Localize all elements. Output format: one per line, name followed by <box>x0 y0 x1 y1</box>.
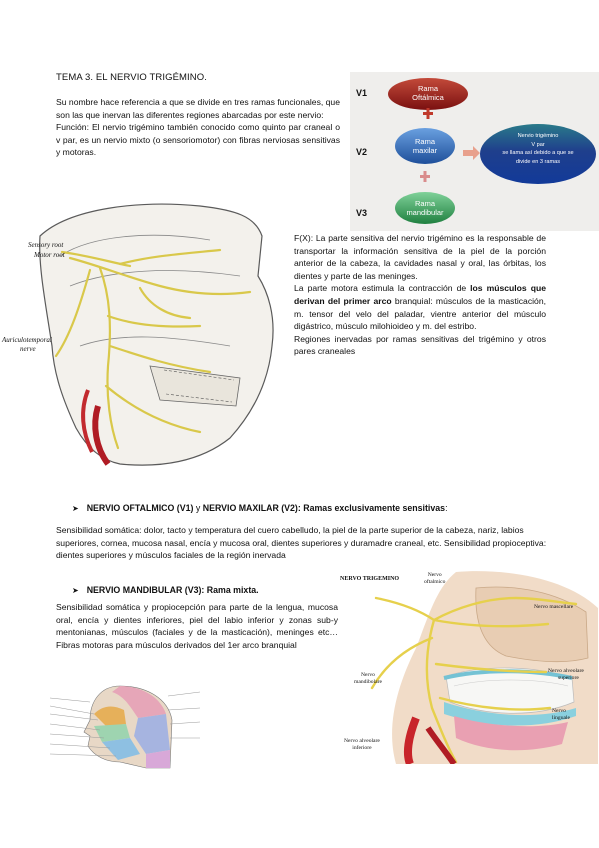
mandibular-label: Rama mandibular <box>395 199 455 217</box>
oftalmica-label-line-2: Oftálmica <box>412 93 444 102</box>
label-nervo-mandibolare: Nervo mandibolare <box>354 672 382 686</box>
skull-illustration: Sensory root Motor root Auriculotemporal… <box>0 196 292 472</box>
v1-label: V1 <box>356 88 368 98</box>
label-nervo-linguale: Nervo linguale <box>552 708 570 722</box>
mandibular-text: Sensibilidad somática y propiocepción pa… <box>56 602 338 650</box>
fx-para2-bold: los músculos que derivan del primer arco <box>294 283 546 306</box>
label-nervo-alveolare-superiore: Nervo alveolare superiore <box>548 668 584 682</box>
label-nervo-alveolare-inferiore: Nervo alveolare inferiore <box>344 738 380 752</box>
trigeminal-branches-diagram: V1 V2 V3 Rama Oftálmica Rama maxilar Ram… <box>350 72 599 231</box>
bullet1-connector: y <box>193 503 203 513</box>
definition-oval <box>480 124 596 184</box>
fx-para2-start: La parte motora estimula la contracción … <box>294 283 471 294</box>
v1-v2-sensitivity-text: Sensibilidad somática: dolor, tacto y te… <box>56 525 547 561</box>
mandibular-label-line-2: mandibular <box>406 208 444 217</box>
skull-svg <box>39 203 274 466</box>
oval-line-2: V par <box>531 141 545 148</box>
oftalmico-line-1: Nervo <box>427 572 442 578</box>
function-text: F(X): La parte sensitiva del nervio trig… <box>294 232 546 358</box>
fx-paragraph-1: F(X): La parte sensitiva del nervio trig… <box>294 233 546 281</box>
bullet-v3: ➤ NERVIO MANDIBULAR (V3): Rama mixta. <box>72 585 259 595</box>
alveolare-sup-line-2: superiore <box>558 675 579 681</box>
jaw-illustration: NERVO TRIGEMINO Nervo oftalmico Nervo ma… <box>336 568 599 766</box>
bullet-arrow-icon: ➤ <box>72 586 79 595</box>
motor-root-label: Motor root <box>34 251 65 259</box>
label-nervo-mascellare: Nervo mascellare <box>534 604 574 610</box>
fx-paragraph-3: Regiones inervadas por ramas sensitivas … <box>294 333 546 357</box>
mandibular-node <box>395 192 455 224</box>
bullet1-bold-1: NERVIO OFTALMICO (V1) <box>86 503 194 513</box>
linguale-line-2: linguale <box>552 715 571 721</box>
label-nervo-trigemino: NERVO TRIGEMINO <box>340 576 400 582</box>
oval-line-4: divide en 3 ramas <box>515 158 561 165</box>
maxilar-node <box>395 128 455 164</box>
auriculotemporal-label: Auriculotemporal nerve <box>2 336 52 354</box>
maxilar-label: Rama maxilar <box>395 137 455 155</box>
oftalmica-label: Rama Oftálmica <box>398 84 458 102</box>
auriculotemporal-line-1: Auriculotemporal <box>2 336 52 344</box>
mandibular-label-line-1: Rama <box>414 199 435 208</box>
plus-1-v <box>426 108 430 119</box>
bullet1-bold-2: NERVIO MAXILAR (V2): Ramas exclusivament… <box>202 503 446 513</box>
v2-label: V2 <box>356 147 368 157</box>
bullet-arrow-icon: ➤ <box>72 504 79 513</box>
intro-paragraph-1: Su nombre hace referencia a que se divid… <box>56 97 340 120</box>
auriculotemporal-line-2: nerve <box>20 345 36 353</box>
oftalmico-line-2: oftalmico <box>424 579 446 585</box>
intro-paragraph-2: Función: El nervio trigémino también con… <box>56 122 340 158</box>
mandibolare-line-2: mandibolare <box>354 679 382 685</box>
oval-line-3: se llama así debido a que se <box>502 150 574 156</box>
fx-para2-end: branquial: músculos de la masticación, m… <box>294 295 546 332</box>
alveolare-inf-line-1: Nervo alveolare <box>344 738 380 744</box>
plus-2-v <box>423 171 427 182</box>
head-regions-svg <box>49 685 201 769</box>
v3-label: V3 <box>356 208 368 218</box>
oftalmica-label-line-1: Rama <box>417 84 438 93</box>
intro-text: Su nombre hace referencia a que se divid… <box>56 96 340 159</box>
fx-paragraph-2: La parte motora estimula la contracción … <box>294 282 546 332</box>
oval-line-1: Nervio trigémino <box>517 133 559 139</box>
oftalmica-node <box>388 78 468 110</box>
label-nervo-oftalmico: Nervo oftalmico <box>424 572 445 586</box>
bullet2-bold: NERVIO MANDIBULAR (V3): Rama mixta. <box>86 585 259 595</box>
bullet-v1-v2: ➤ NERVIO OFTALMICO (V1) y NERVIO MAXILAR … <box>72 503 448 513</box>
oval-text: Nervio trigémino V par se llama así debi… <box>484 132 592 166</box>
alveolare-inf-line-2: inferiore <box>352 745 372 751</box>
page-title: TEMA 3. EL NERVIO TRIGÉMINO. <box>56 72 207 83</box>
mandibolare-line-1: Nervo <box>360 672 375 678</box>
bullet1-tail: : <box>445 503 448 513</box>
sensory-root-label: Sensory root <box>28 241 64 249</box>
alveolare-sup-line-1: Nervo alveolare <box>548 668 584 674</box>
maxilar-label-line-1: Rama <box>414 137 435 146</box>
maxilar-label-line-2: maxilar <box>412 146 438 155</box>
branches-diagram-svg <box>388 78 596 224</box>
head-regions-illustration <box>49 680 201 772</box>
jaw-svg <box>370 571 598 766</box>
linguale-line-1: Nervo <box>552 708 566 714</box>
arrow-right-icon <box>463 146 480 160</box>
